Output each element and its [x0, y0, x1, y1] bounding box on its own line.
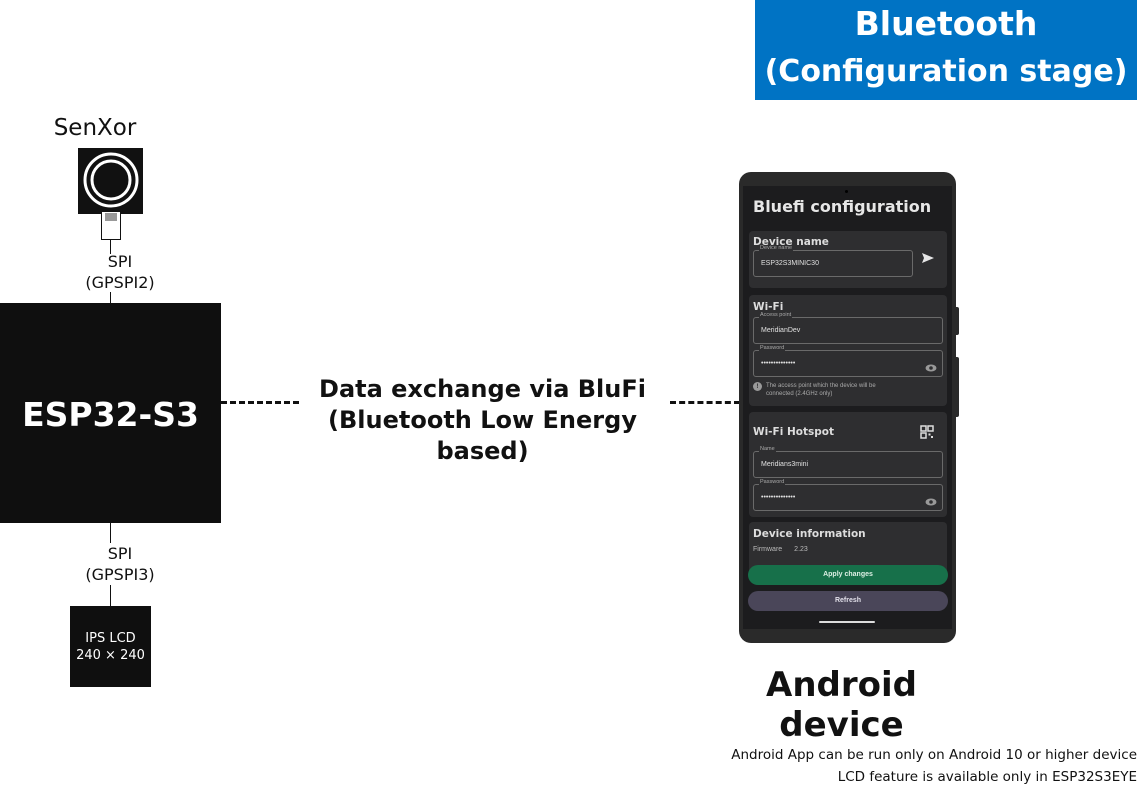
hotspot-name-value: Meridians3mini — [761, 461, 809, 468]
wifi-password-label: Password — [759, 345, 786, 351]
connector-line — [110, 292, 111, 304]
refresh-button[interactable]: Refresh — [748, 591, 948, 611]
wifi-hint: ! The access point which the device will… — [753, 382, 938, 398]
device-name-field[interactable]: Device name ESP32S3MINIC30 — [753, 245, 913, 277]
wifi-password-field[interactable]: Password •••••••••••••• — [753, 345, 943, 377]
link-label-line1: Data exchange via BluFi — [319, 375, 646, 403]
senxor-label: SenXor — [53, 115, 137, 141]
hotspot-card: Wi-Fi Hotspot Name Meridians3mini Passwo… — [749, 412, 947, 517]
android-device-label: Android device — [766, 665, 917, 745]
banner-subtitle: (Configuration stage) — [764, 54, 1128, 89]
stage-banner: Bluetooth (Configuration stage) — [755, 0, 1137, 100]
connector-line — [110, 585, 111, 606]
note-android-version: Android App can be run only on Android 1… — [731, 747, 1137, 763]
apply-changes-button[interactable]: Apply changes — [748, 565, 948, 585]
hotspot-password-value: •••••••••••••• — [761, 494, 796, 501]
hotspot-password-field[interactable]: Password •••••••••••••• — [753, 479, 943, 511]
spi-bottom-label: SPI (GPSPI3) — [50, 543, 190, 585]
link-label-line2: (Bluetooth Low Energy based) — [328, 406, 637, 465]
hotspot-title: Wi-Fi Hotspot — [753, 426, 834, 438]
eye-icon[interactable] — [925, 359, 937, 377]
android-phone: Bluefi configuration Device name Device … — [739, 172, 959, 643]
firmware-row: Firmware 2.23 — [753, 546, 808, 553]
lcd-line1: IPS LCD — [85, 631, 136, 646]
phone-screen: Bluefi configuration Device name Device … — [743, 186, 952, 629]
spi-top-line2: (GPSPI2) — [85, 273, 155, 292]
spi-bottom-line2: (GPSPI3) — [85, 565, 155, 584]
ips-lcd-block: IPS LCD 240 × 240 — [70, 606, 151, 687]
esp32-s3-block: ESP32-S3 — [0, 303, 221, 523]
connector-line — [110, 523, 111, 543]
wifi-hint-line2: connected (2.4GHz only) — [766, 391, 833, 397]
link-label: Data exchange via BluFi (Bluetooth Low E… — [290, 374, 675, 467]
firmware-label: Firmware — [753, 546, 783, 553]
bluetooth-link-right — [670, 401, 740, 404]
device-name-field-value: ESP32S3MINIC30 — [761, 260, 819, 267]
device-name-card: Device name Device name ESP32S3MINIC30 — [749, 231, 947, 288]
front-camera — [845, 190, 848, 193]
note-lcd-feature: LCD feature is available only in ESP32S3… — [837, 769, 1137, 785]
hotspot-password-label: Password — [759, 479, 786, 485]
esp32-s3-label: ESP32-S3 — [22, 395, 199, 434]
connector-line — [110, 240, 111, 254]
volume-button — [956, 357, 959, 417]
hotspot-name-label: Name — [759, 446, 776, 452]
spi-top-label: SPI (GPSPI2) — [50, 251, 190, 293]
senxor-sensor-icon — [78, 148, 143, 214]
lcd-line2: 240 × 240 — [76, 648, 145, 663]
wifi-card: Wi-Fi Access point MeridianDev Password … — [749, 295, 947, 406]
bluetooth-link-left — [221, 401, 299, 404]
access-point-label: Access point — [759, 312, 793, 318]
eye-icon[interactable] — [925, 493, 937, 511]
wifi-title: Wi-Fi — [753, 301, 784, 313]
gesture-bar[interactable] — [819, 621, 875, 623]
app-title: Bluefi configuration — [753, 197, 932, 216]
send-icon[interactable] — [921, 251, 935, 269]
device-info-title: Device information — [753, 528, 866, 540]
wifi-hint-line1: The access point which the device will b… — [766, 383, 876, 389]
banner-title: Bluetooth — [854, 4, 1038, 43]
device-name-field-label: Device name — [759, 245, 794, 251]
access-point-field[interactable]: Access point MeridianDev — [753, 312, 943, 344]
access-point-value: MeridianDev — [761, 327, 801, 334]
hotspot-name-field[interactable]: Name Meridians3mini — [753, 446, 943, 478]
qr-code-icon[interactable] — [920, 425, 934, 444]
info-icon: ! — [753, 382, 762, 391]
wifi-password-value: •••••••••••••• — [761, 360, 796, 367]
firmware-value: 2.23 — [794, 546, 808, 553]
spi-top-line1: SPI — [107, 252, 133, 271]
sensor-flex-connector — [101, 211, 121, 240]
spi-bottom-line1: SPI — [107, 544, 133, 563]
power-button — [956, 307, 959, 335]
